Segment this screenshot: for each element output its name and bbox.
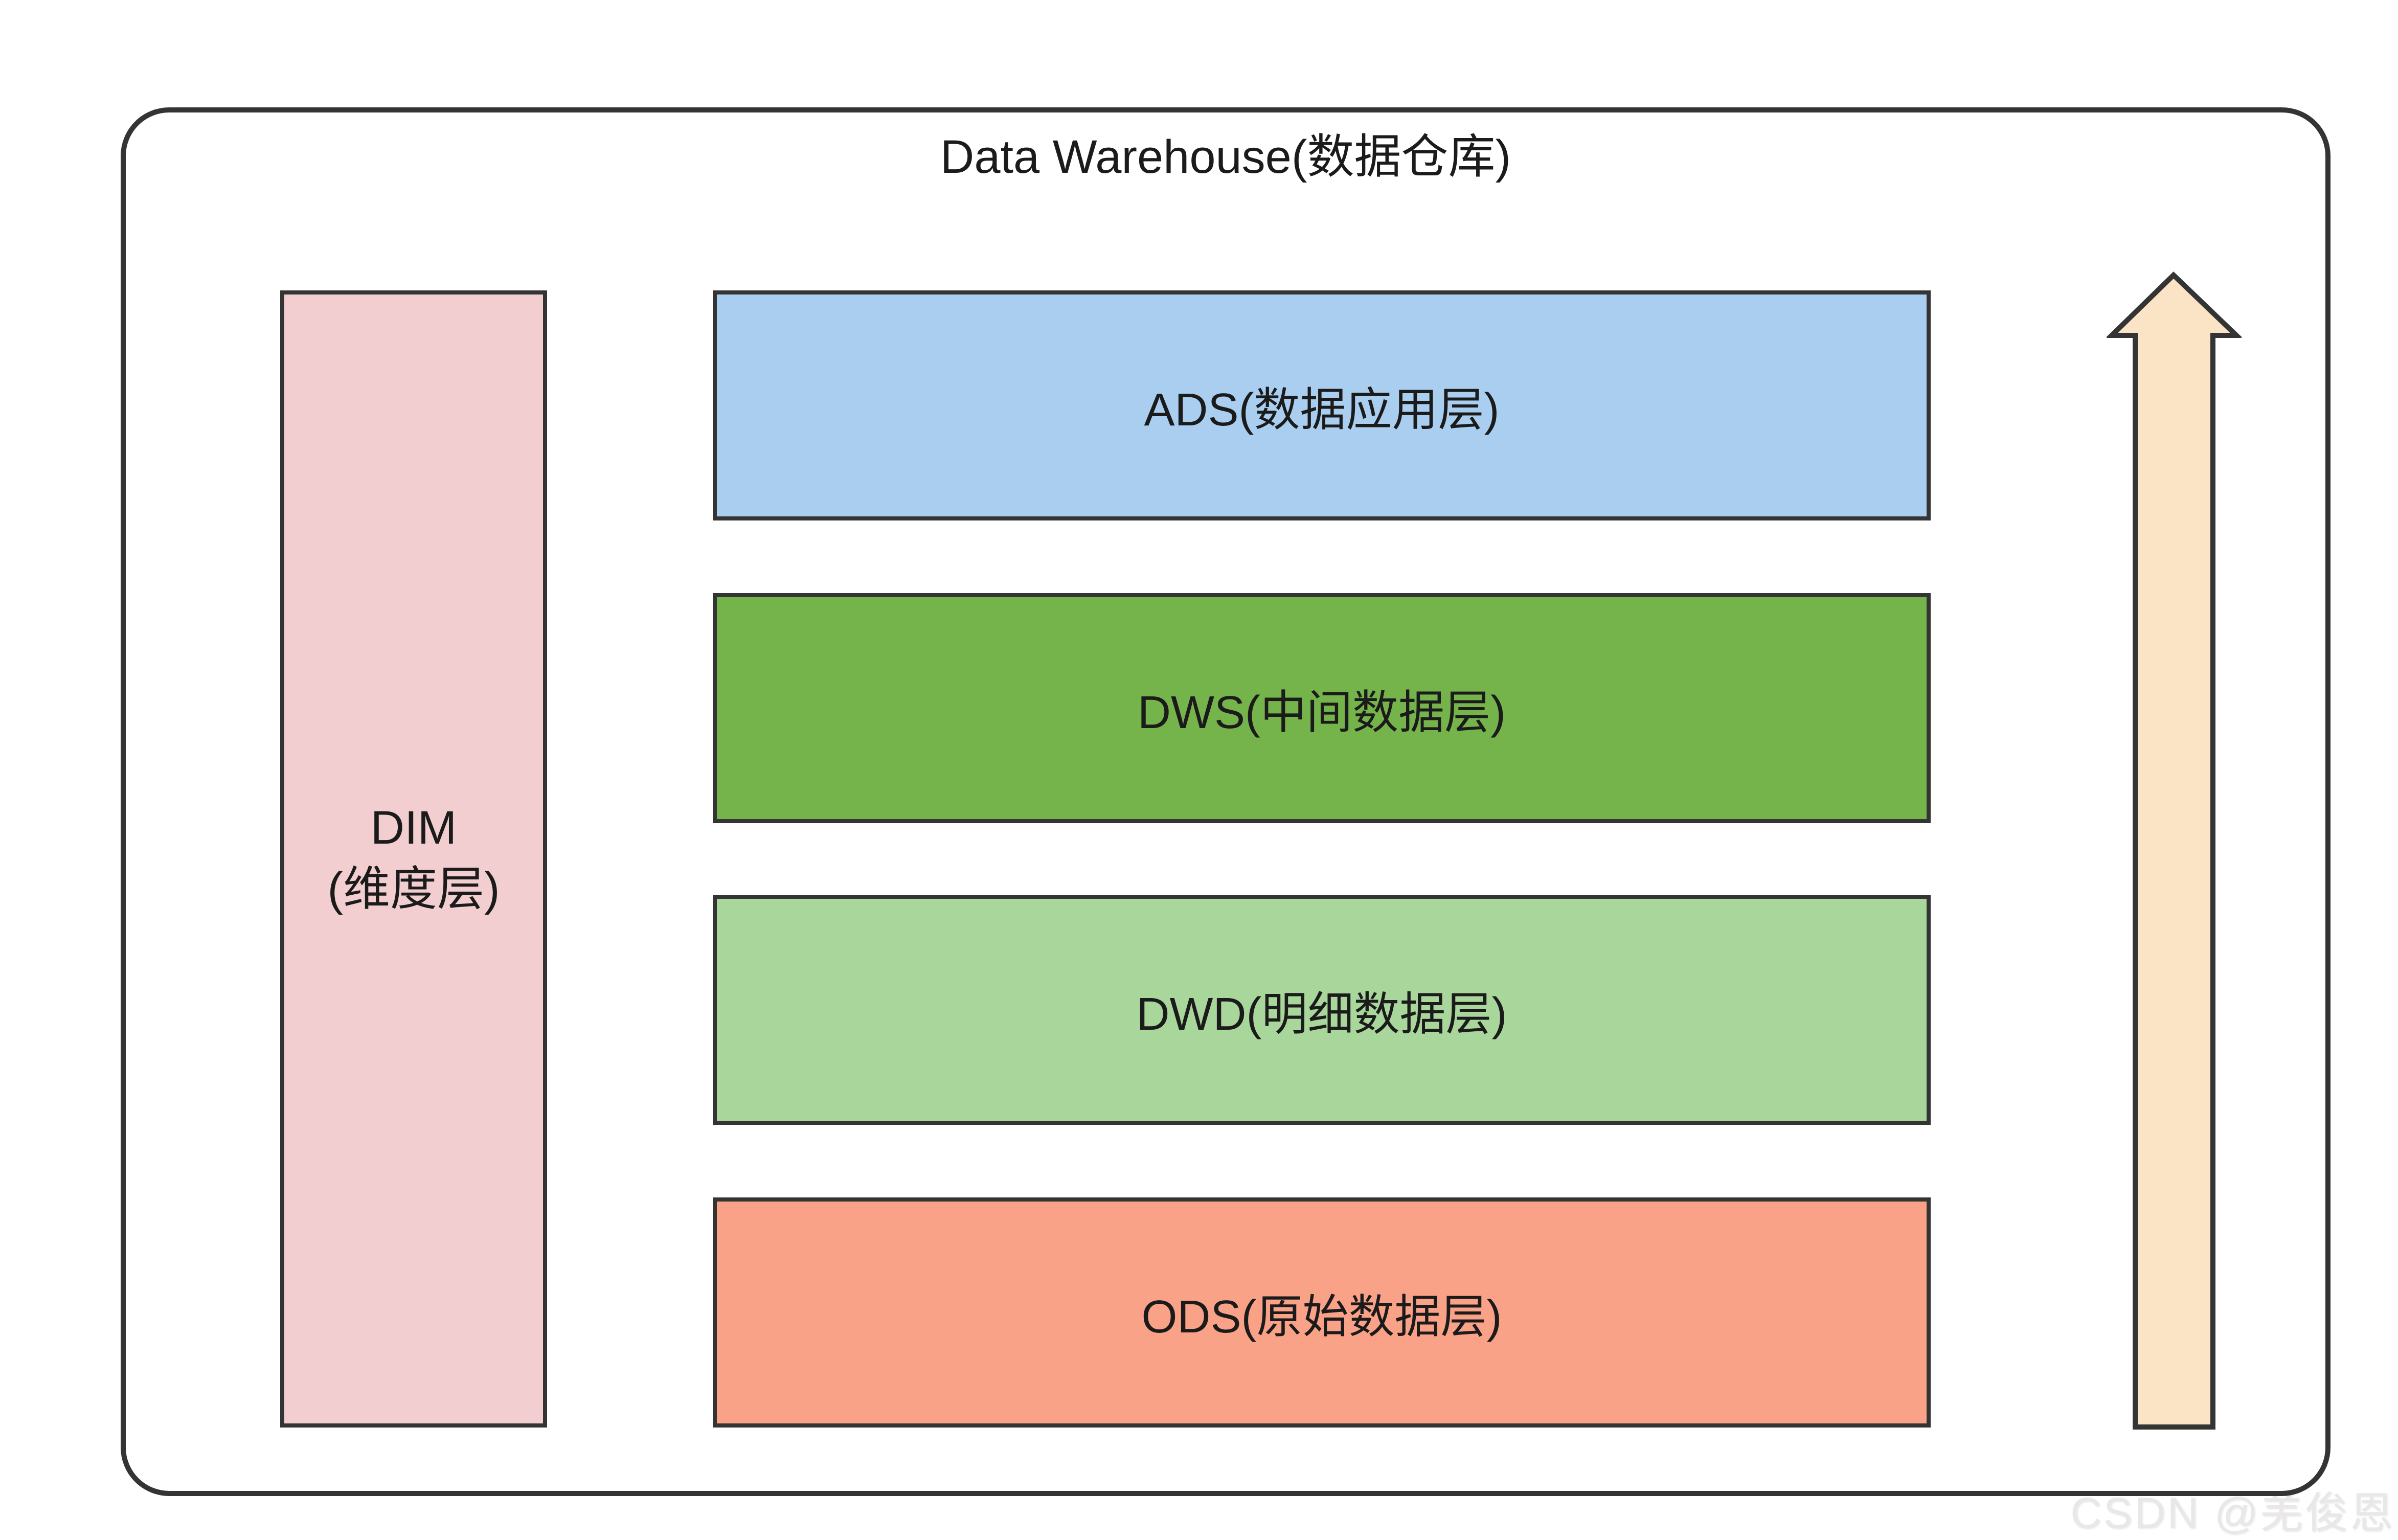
layer-label-ads: ADS(数据应用层) <box>1144 384 1500 436</box>
layer-label-dwd: DWD(明细数据层) <box>1136 989 1507 1040</box>
csdn-watermark: CSDN @羌俊恩 <box>2070 1489 2395 1537</box>
warehouse-frame <box>121 107 2331 1496</box>
flow-up-arrow-icon <box>2107 271 2242 1430</box>
layer-box-dws: DWS(中间数据层) <box>713 593 1931 823</box>
dim-layer-label-line1: DIM <box>370 802 457 854</box>
layer-label-ods: ODS(原始数据层) <box>1141 1292 1502 1343</box>
layer-box-ads: ADS(数据应用层) <box>713 290 1931 520</box>
layer-box-ods: ODS(原始数据层) <box>713 1197 1931 1428</box>
dim-layer-label-line2: (维度层) <box>327 863 500 915</box>
flow-up-arrow-shape <box>2107 271 2242 1430</box>
dim-layer-box: DIM (维度层) <box>280 290 547 1428</box>
diagram-title: Data Warehouse(数据仓库) <box>940 131 1511 183</box>
layer-box-dwd: DWD(明细数据层) <box>713 895 1931 1125</box>
layer-label-dws: DWS(中间数据层) <box>1138 687 1506 738</box>
